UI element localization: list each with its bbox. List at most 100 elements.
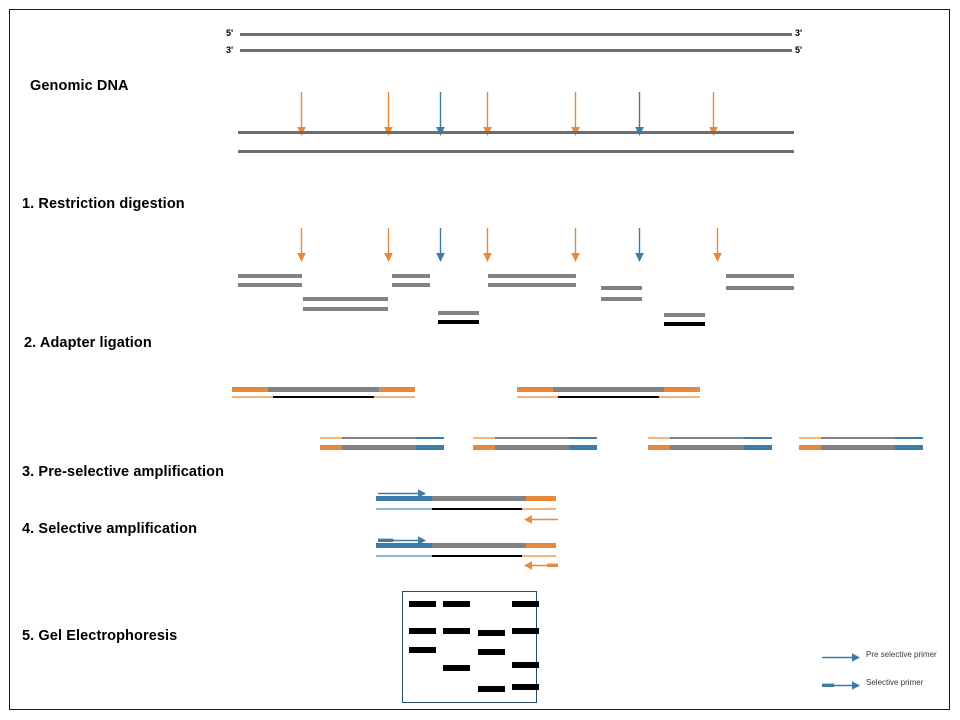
fragment-top-strand	[238, 274, 302, 278]
gel-band	[478, 649, 505, 655]
presel-primer-top-right	[569, 437, 597, 439]
presel-primer-bottom-right	[569, 445, 597, 450]
legend-selective-primer-label: Selective primer	[866, 678, 924, 687]
restriction-cut-blue-arrow	[435, 92, 446, 136]
presel-primer-top-right	[744, 437, 772, 439]
adapter-right-top	[379, 387, 415, 392]
selective-reverse-primer-arrow	[524, 558, 558, 570]
presel-primer-bottom-right	[744, 445, 772, 450]
gel-band	[443, 601, 470, 607]
presel-template-top	[495, 437, 569, 439]
fragment-top-strand	[553, 387, 664, 392]
fragment-top-strand	[726, 274, 794, 278]
fragment-top-strand	[303, 297, 388, 301]
presel-template-bottom	[670, 445, 744, 450]
restriction-cut-orange-arrow	[482, 92, 493, 136]
presel-primer-bottom-left	[473, 445, 495, 450]
step-label-restriction-digestion: 1. Restriction digestion	[22, 196, 185, 212]
genomic-dna-strand	[238, 131, 794, 134]
presel-primer-top-right	[895, 437, 923, 439]
step-label-selective-amplification: 4. Selective amplification	[22, 521, 198, 537]
restriction-cut-blue-arrow	[435, 228, 446, 262]
adapter-left-top	[232, 387, 268, 392]
presel-primer-top-left	[473, 437, 495, 439]
presel-primer-top-left	[799, 437, 821, 439]
fragment-bottom-strand	[601, 297, 642, 301]
presel-primer-bottom-left	[648, 445, 670, 450]
gel-band	[478, 630, 505, 636]
selective-primer-extended-top	[376, 543, 432, 548]
selective-adapter-bottom	[376, 508, 432, 510]
gel-band	[409, 647, 436, 653]
fragment-bottom-strand	[488, 283, 576, 287]
presel-template-bottom	[495, 445, 569, 450]
fragment-top-strand	[601, 286, 642, 290]
adapter-left-bottom	[517, 396, 558, 398]
presel-primer-top-left	[320, 437, 342, 439]
fragment-top-strand	[664, 313, 705, 317]
genomic-dna-strand	[240, 49, 792, 52]
selective-forward-primer-arrow	[378, 486, 426, 498]
selective-reverse-primer-arrow	[524, 512, 558, 524]
restriction-cut-orange-arrow	[296, 228, 307, 262]
selective-adapter-top	[526, 496, 556, 501]
presel-primer-bottom-right	[895, 445, 923, 450]
restriction-cut-orange-arrow	[482, 228, 493, 262]
adapter-right-top	[664, 387, 700, 392]
step-label-genomic-dna: Genomic DNA	[30, 78, 129, 94]
restriction-cut-blue-arrow	[634, 228, 645, 262]
dna-end-label: 3'	[795, 28, 803, 38]
gel-band	[512, 662, 539, 668]
step-label-adapter-ligation: 2. Adapter ligation	[24, 335, 152, 351]
adapter-right-bottom	[659, 396, 700, 398]
adapter-left-bottom	[232, 396, 273, 398]
selective-template-top	[432, 543, 526, 548]
fragment-top-strand	[268, 387, 379, 392]
gel-band	[409, 628, 436, 634]
selective-template-bottom	[432, 555, 522, 557]
fragment-top-strand	[488, 274, 576, 278]
restriction-cut-orange-arrow	[708, 92, 719, 136]
restriction-cut-orange-arrow	[383, 92, 394, 136]
legend-pre-selective-primer-arrow	[822, 650, 860, 662]
presel-primer-top-right	[416, 437, 444, 439]
presel-primer-bottom-left	[320, 445, 342, 450]
restriction-cut-blue-arrow	[634, 92, 645, 136]
figure-border	[9, 9, 950, 710]
adapter-left-top	[517, 387, 553, 392]
adapter-right-bottom	[374, 396, 415, 398]
selective-adapter-bottom-right	[522, 508, 556, 510]
restriction-cut-orange-arrow	[570, 92, 581, 136]
presel-template-top	[342, 437, 416, 439]
fragment-bottom-strand	[303, 307, 388, 311]
restriction-cut-orange-arrow	[296, 92, 307, 136]
gel-band	[409, 601, 436, 607]
selective-adapter-bottom	[376, 555, 432, 557]
fragment-top-strand	[438, 311, 479, 315]
gel-band	[443, 628, 470, 634]
dna-end-label: 5'	[226, 28, 234, 38]
legend-selective-primer-arrow	[822, 678, 860, 690]
selective-adapter-bottom-right	[522, 555, 556, 557]
fragment-top-strand	[392, 274, 430, 278]
gel-band	[512, 628, 539, 634]
gel-band	[478, 686, 505, 692]
fragment-bottom-strand	[726, 286, 794, 290]
dna-end-label: 5'	[795, 45, 803, 55]
step-label-gel-electrophoresis: 5. Gel Electrophoresis	[22, 628, 178, 644]
selective-forward-primer-arrow	[378, 533, 426, 545]
legend-pre-selective-primer-label: Pre selective primer	[866, 650, 937, 659]
gel-band	[512, 601, 539, 607]
gel-band	[443, 665, 470, 671]
restriction-cut-orange-arrow	[383, 228, 394, 262]
fragment-bottom-strand	[438, 320, 479, 324]
fragment-bottom-strand	[273, 396, 374, 398]
presel-template-top	[670, 437, 744, 439]
presel-template-bottom	[821, 445, 895, 450]
fragment-bottom-strand	[238, 283, 302, 287]
presel-primer-bottom-left	[799, 445, 821, 450]
fragment-bottom-strand	[558, 396, 659, 398]
selective-adapter-top	[526, 543, 556, 548]
presel-primer-top-left	[648, 437, 670, 439]
